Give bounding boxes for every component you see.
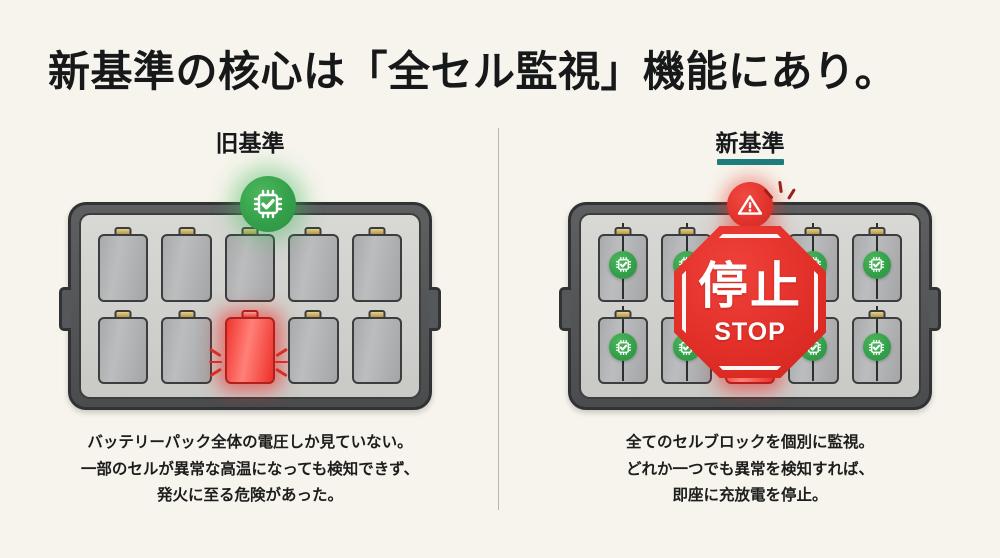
battery-cell — [158, 309, 222, 386]
cell-terminal — [614, 309, 632, 319]
panel-caption-old: バッテリーパック全体の電圧しか見ていない。 一部のセルが異常な高温になっても検知… — [10, 430, 490, 510]
cell-terminal — [114, 309, 132, 319]
chip-check-icon — [609, 333, 638, 362]
cell-terminal — [614, 227, 632, 236]
panel-heading-old-label: 旧基準 — [215, 130, 285, 156]
chip-check-icon — [609, 250, 638, 279]
battery-pack-casing-old — [59, 202, 441, 410]
cell-terminal — [241, 309, 259, 319]
battery-cell — [95, 227, 151, 303]
panel-old-standard: 旧基準 — [10, 118, 490, 518]
warning-triangle-icon — [727, 182, 773, 228]
pack-tab-left — [559, 287, 571, 331]
battery-cell — [158, 227, 214, 303]
battery-cell — [349, 309, 405, 386]
battery-cell — [349, 227, 405, 303]
cell-body — [288, 316, 339, 384]
caption-line: バッテリーパック全体の電圧しか見ていない。 — [87, 434, 413, 451]
cell-terminal — [368, 227, 386, 236]
cell-terminal — [368, 309, 386, 319]
battery-cell — [595, 223, 651, 303]
panel-caption-new: 全てのセルブロックを個別に監視。 どれか一つでも異常を検知すれば、 即座に充放電… — [510, 430, 990, 510]
cell-terminal — [678, 227, 696, 236]
panel-new-standard: 新基準 — [510, 118, 990, 518]
battery-cell — [285, 227, 341, 303]
caption-line: 即座に充放電を停止。 — [672, 487, 828, 505]
chip-check-icon — [240, 176, 296, 232]
caption-line: 全てのセルブロックを個別に監視。 — [625, 434, 874, 451]
cell-body — [161, 234, 212, 302]
cell-terminal — [114, 227, 132, 236]
battery-pack-new: 停止 STOP — [510, 176, 990, 426]
cell-terminal — [868, 227, 886, 236]
cell-terminal — [178, 309, 196, 319]
panel-divider — [498, 128, 499, 510]
battery-pack-old — [10, 176, 490, 426]
cell-terminal — [304, 309, 322, 319]
battery-cell — [595, 305, 651, 386]
cell-terminal — [178, 227, 196, 236]
stop-sign-label-en: STOP — [714, 318, 786, 346]
battery-cell — [849, 223, 905, 303]
cell-terminal — [868, 309, 886, 319]
battery-cell — [222, 227, 278, 303]
caption-line: 発火に至る危険があった。 — [156, 487, 343, 505]
battery-pack-tray-old — [79, 213, 421, 399]
pack-tab-left — [59, 287, 71, 331]
cell-body — [224, 316, 276, 384]
cell-body — [351, 316, 402, 384]
stop-sign-label-jp: 停止 — [698, 258, 802, 314]
pack-tab-right — [429, 287, 441, 331]
cell-terminal — [804, 227, 822, 236]
page-title: 新基準の核心は「全セル監視」機能にあり。 — [48, 48, 898, 95]
battery-cell-grid-old — [95, 227, 405, 385]
chip-check-icon — [862, 250, 891, 279]
chip-check-icon — [862, 333, 891, 362]
cell-body — [98, 316, 149, 384]
cell-body — [288, 234, 339, 302]
pack-tab-right — [929, 287, 941, 331]
cell-body — [351, 234, 402, 302]
cell-body — [98, 234, 149, 302]
battery-cell — [95, 309, 151, 386]
battery-cell — [275, 309, 341, 386]
panel-heading-new: 新基準 — [510, 124, 990, 165]
cell-terminal — [304, 227, 322, 236]
panel-heading-old: 旧基準 — [10, 124, 490, 165]
cell-body — [161, 316, 212, 384]
caption-line: どれか一つでも異常を検知すれば、 — [625, 460, 874, 478]
cell-terminal — [241, 227, 259, 236]
cell-body — [224, 234, 276, 302]
caption-line: 一部のセルが異常な高温になっても検知できず、 — [80, 460, 420, 478]
battery-cell-overheated — [222, 309, 278, 386]
panel-heading-new-label: 新基準 — [716, 124, 785, 165]
stop-sign: 停止 STOP — [674, 226, 826, 378]
battery-cell — [849, 305, 905, 386]
